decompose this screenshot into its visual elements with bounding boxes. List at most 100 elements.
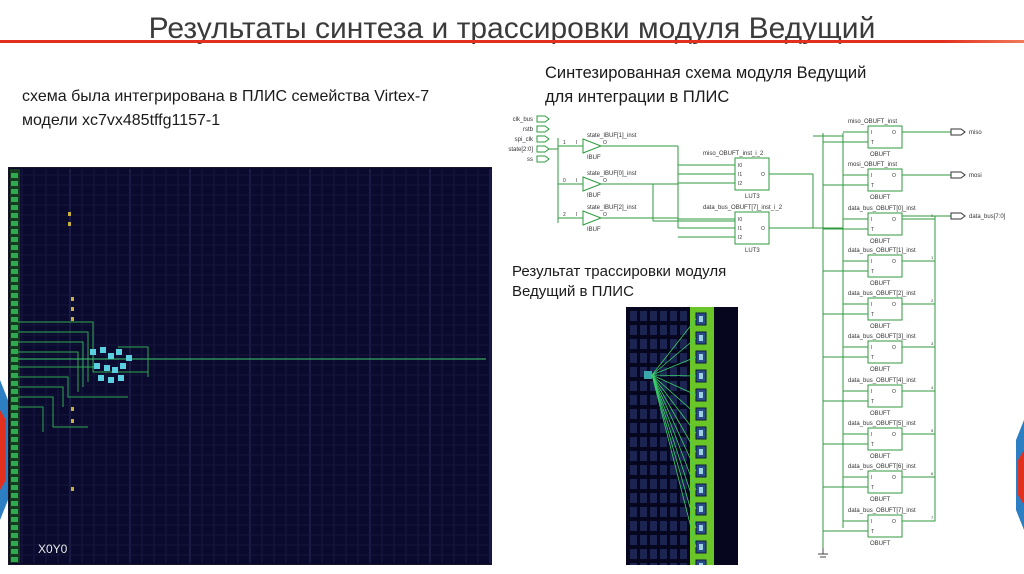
io-pad xyxy=(11,509,18,514)
routing-tile xyxy=(680,451,687,461)
io-pad-column xyxy=(11,173,18,562)
svg-text:I0: I0 xyxy=(738,217,742,223)
routing-slice-marker xyxy=(699,525,703,531)
routing-tile xyxy=(680,367,687,377)
input-port xyxy=(536,115,550,123)
svg-text:I: I xyxy=(871,130,872,136)
io-pad xyxy=(11,253,18,258)
svg-text:T: T xyxy=(871,529,874,535)
routing-nets xyxy=(651,318,697,548)
lut-instance-label: miso_OBUFT_inst_i_2 xyxy=(703,151,764,157)
routing-label-line-1: Результат трассировки модуля xyxy=(512,263,727,280)
obuft-type-label: OBUFT xyxy=(870,324,891,330)
ibuf-symbol xyxy=(582,210,603,226)
routing-tile xyxy=(650,563,657,565)
routing-tile xyxy=(640,479,647,489)
svg-text:2: 2 xyxy=(563,212,566,218)
output-port xyxy=(950,212,966,220)
title-underline xyxy=(0,40,1024,43)
routing-tile xyxy=(640,493,647,503)
svg-text:T: T xyxy=(871,269,874,275)
io-pad xyxy=(11,309,18,314)
svg-text:O: O xyxy=(892,475,896,481)
routing-tile xyxy=(670,507,677,517)
obuft-instance-label: data_bus_OBUFT[5]_inst xyxy=(848,421,916,427)
svg-text:T: T xyxy=(871,355,874,361)
obuft-instance-label: mosi_OBUFT_inst xyxy=(848,162,897,168)
routing-tile xyxy=(680,423,687,433)
io-pad xyxy=(11,317,18,322)
routing-slice-marker xyxy=(699,449,703,455)
routing-tile xyxy=(650,353,657,363)
routing-tile xyxy=(670,535,677,545)
svg-text:I: I xyxy=(871,173,872,179)
ibuf-instance-label: state_IBUF[2]_inst xyxy=(587,205,637,211)
io-pad xyxy=(11,365,18,370)
io-pad xyxy=(11,189,18,194)
svg-text:0: 0 xyxy=(563,178,566,184)
obuft-symbol xyxy=(867,384,903,408)
routing-tile xyxy=(640,437,647,447)
routing-tile xyxy=(630,521,637,531)
routing-tile xyxy=(630,395,637,405)
io-pad xyxy=(11,461,18,466)
routing-tile xyxy=(660,493,667,503)
svg-text:I: I xyxy=(871,432,872,438)
routing-tile xyxy=(650,549,657,559)
svg-text:T: T xyxy=(871,399,874,405)
io-pad xyxy=(11,501,18,506)
routing-tile xyxy=(650,311,657,321)
routing-net xyxy=(651,374,697,472)
obuft-symbol xyxy=(867,212,903,236)
routing-tile xyxy=(660,465,667,475)
routing-tile xyxy=(640,381,647,391)
routing-tile xyxy=(640,535,647,545)
output-port-label: data_bus[7:0] xyxy=(969,214,1006,220)
output-port-label: mosi xyxy=(969,173,982,179)
routing-tile xyxy=(640,423,647,433)
svg-text:I: I xyxy=(871,389,872,395)
input-port xyxy=(536,125,550,133)
routing-net xyxy=(651,374,697,434)
routing-tile xyxy=(630,493,637,503)
io-pad xyxy=(11,349,18,354)
svg-text:6: 6 xyxy=(931,471,934,476)
input-port-label: state[2:0] xyxy=(508,147,533,153)
io-pad xyxy=(11,341,18,346)
routing-tile xyxy=(640,311,647,321)
input-port-label: clk_bus xyxy=(513,117,533,123)
svg-text:O: O xyxy=(892,130,896,136)
routing-tile xyxy=(660,381,667,391)
svg-text:2: 2 xyxy=(931,298,934,303)
ibuf-type-label: IBUF xyxy=(587,227,601,233)
obuft-symbol xyxy=(867,340,903,364)
obuft-instance-label: data_bus_OBUFT[6]_inst xyxy=(848,464,916,470)
routing-tile xyxy=(670,311,677,321)
input-port-label: ss xyxy=(527,157,533,163)
svg-text:O: O xyxy=(892,302,896,308)
routing-tile xyxy=(660,325,667,335)
placed-logic xyxy=(18,321,486,432)
io-pad xyxy=(11,277,18,282)
routing-slice-marker xyxy=(699,373,703,379)
routing-slice-marker xyxy=(699,506,703,512)
svg-text:5: 5 xyxy=(931,428,934,433)
ibuf-instance-label: state_IBUF[1]_inst xyxy=(587,133,637,139)
routing-tile xyxy=(640,521,647,531)
routing-slice-marker xyxy=(699,335,703,341)
routing-tile xyxy=(640,507,647,517)
routing-net xyxy=(651,374,697,377)
routing-tile xyxy=(630,549,637,559)
svg-text:T: T xyxy=(871,140,874,146)
routing-net xyxy=(651,374,697,415)
routing-tile xyxy=(640,549,647,559)
routing-tile xyxy=(660,549,667,559)
routing-net xyxy=(651,374,697,453)
routing-slice-marker xyxy=(699,392,703,398)
obuft-symbol xyxy=(867,297,903,321)
io-pad xyxy=(11,357,18,362)
routing-tile xyxy=(670,465,677,475)
routing-tile xyxy=(650,479,657,489)
obuft-type-label: OBUFT xyxy=(870,411,891,417)
io-pad xyxy=(11,549,18,554)
